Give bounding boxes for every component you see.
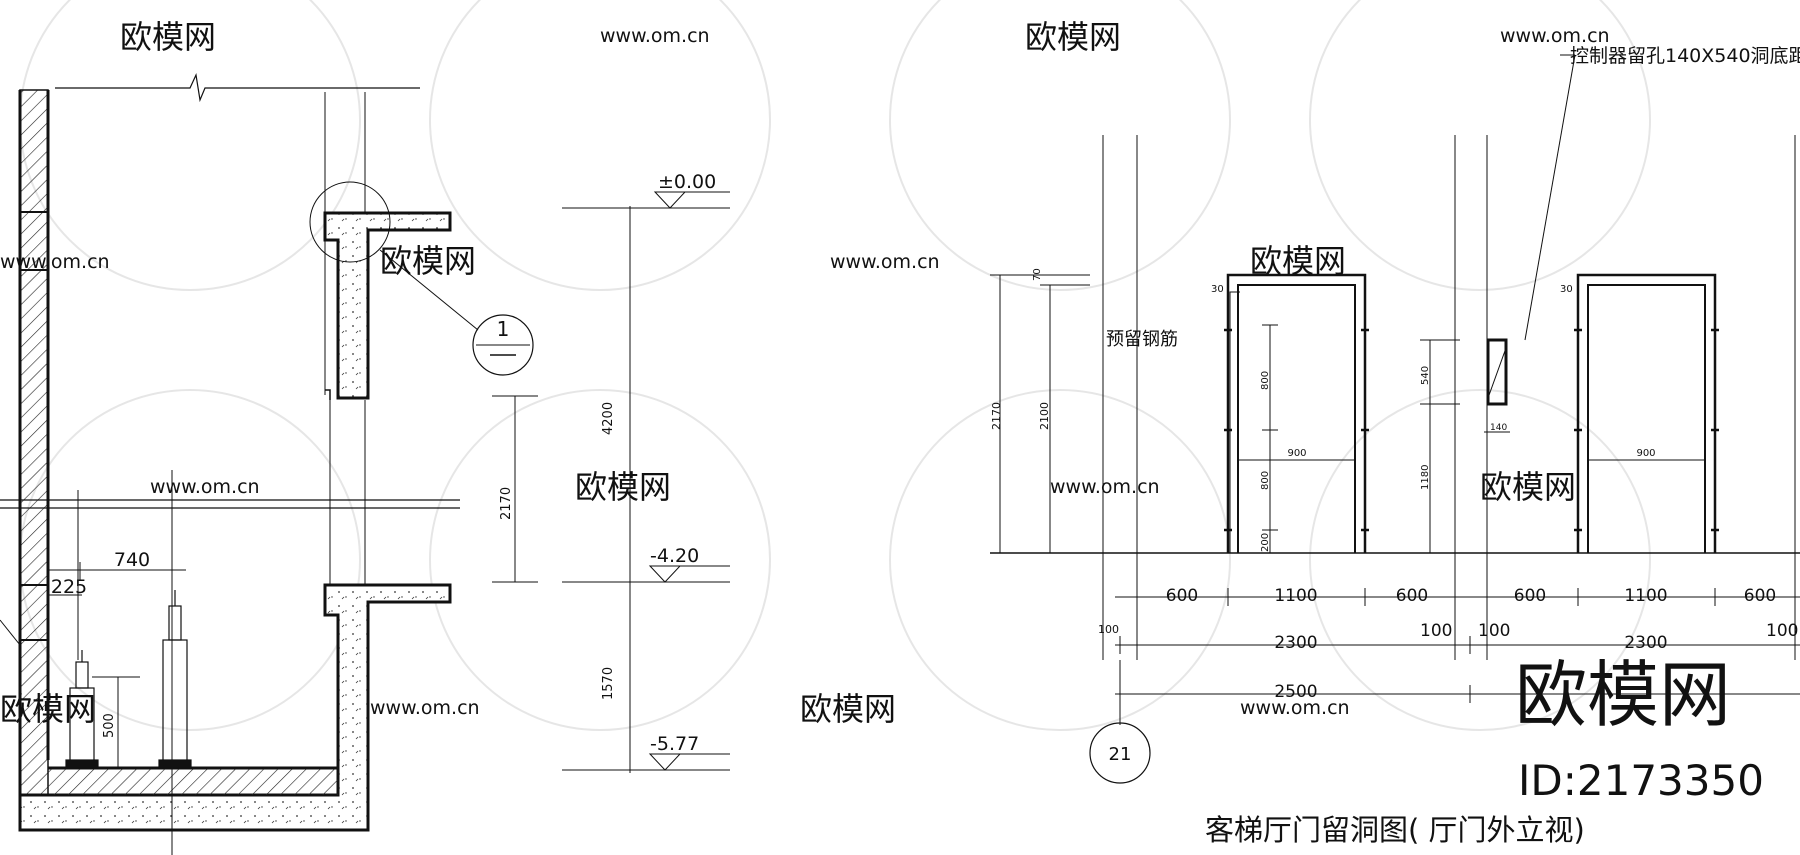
wm-url-3: www.om.cn <box>830 251 940 273</box>
wm-brand-6: 欧模网 <box>1480 468 1576 506</box>
wm-brand-2: 欧模网 <box>1025 18 1121 56</box>
dim-row3-2500: 2500 <box>1274 682 1317 702</box>
logo-text: 欧模网 <box>1515 653 1731 737</box>
dim-30: 30 <box>1211 284 1224 295</box>
detail-callout-number: 1 <box>497 317 510 341</box>
drawing-title: 客梯厅门留洞图( 厅门外立视) <box>1205 813 1585 847</box>
level-pit: -5.77 <box>650 733 699 755</box>
left-wall <box>19 89 49 831</box>
dim-row2-100-mid-b: 100 <box>1478 621 1510 641</box>
upper-slab <box>323 211 452 400</box>
detail-circle <box>309 181 391 263</box>
wm-brand-1: 欧模网 <box>120 18 216 56</box>
dim-2170-elev: 2170 <box>990 402 1003 430</box>
door-opening-left <box>1226 273 1367 553</box>
wm-brand-8: 欧模网 <box>0 690 96 728</box>
label-rebar: 预留钢筋 <box>1106 329 1178 350</box>
dim-800-upper: 800 <box>1260 371 1271 390</box>
level-marker-top <box>653 191 730 209</box>
wm-url-7: www.om.cn <box>370 697 480 719</box>
dim-1180: 1180 <box>1420 465 1431 490</box>
door-opening-right <box>1576 273 1717 553</box>
dim-row2-2300b: 2300 <box>1624 633 1667 653</box>
wm-url-8: www.om.cn <box>1240 697 1350 719</box>
watermarks: 欧模网 欧模网 欧模网 欧模网 欧模网 欧模网 欧模网 欧模网 www.om.c… <box>0 18 1610 728</box>
axis-circle <box>1089 722 1151 784</box>
dim-540: 540 <box>1420 366 1431 385</box>
lower-slab <box>18 583 452 832</box>
dim-row2-100-left: 100 <box>1098 623 1119 636</box>
wm-brand-3: 欧模网 <box>380 242 476 280</box>
level-top: ±0.00 <box>658 171 716 193</box>
wm-url-5: www.om.cn <box>150 476 260 498</box>
control-box-note: 控制器留孔140X540洞底距地1180 <box>1570 45 1800 67</box>
dim-2100: 2100 <box>1038 402 1051 430</box>
site-logo: 欧模网 ID:2173350 <box>1515 653 1764 805</box>
break-line <box>55 72 420 103</box>
dim-200: 200 <box>1260 533 1271 552</box>
dim-row2-100-mid-a: 100 <box>1420 621 1452 641</box>
dim-row1-1100b: 1100 <box>1624 586 1667 606</box>
dim-row1-600d: 600 <box>1744 586 1776 606</box>
detail-callout-circle <box>472 314 534 376</box>
dim-900-right: 900 <box>1636 448 1655 459</box>
section-view: 1 740 225 500 <box>0 72 730 855</box>
wm-brand-5: 欧模网 <box>575 468 671 506</box>
level-mid: -4.20 <box>650 545 699 567</box>
wm-url-6: www.om.cn <box>1050 476 1160 498</box>
axis-label: 21 <box>1109 744 1132 765</box>
watermark-arcs <box>19 0 1651 731</box>
dim-row1-600a: 600 <box>1166 586 1198 606</box>
pit-buffer-right <box>158 590 192 769</box>
dim-row1-1100a: 1100 <box>1274 586 1317 606</box>
dim-70: 70 <box>1032 268 1043 281</box>
logo-id: ID:2173350 <box>1518 756 1764 805</box>
dim-row2-2300a: 2300 <box>1274 633 1317 653</box>
dim-900-left: 900 <box>1287 448 1306 459</box>
dim-2170: 2170 <box>499 487 514 520</box>
wm-url-2: www.om.cn <box>1500 25 1610 47</box>
wm-brand-7: 欧模网 <box>800 690 896 728</box>
level-marker-mid <box>648 565 730 583</box>
dim-4200: 4200 <box>601 402 616 435</box>
dim-500: 500 <box>102 713 117 738</box>
wm-url-4: www.om.cn <box>0 251 110 273</box>
dim-30-right: 30 <box>1560 284 1573 295</box>
dim-800-lower: 800 <box>1260 471 1271 490</box>
pit-buffer-left <box>65 650 99 769</box>
dim-1570: 1570 <box>601 667 616 700</box>
dim-row1-600c: 600 <box>1514 586 1546 606</box>
dim-row1-600b: 600 <box>1396 586 1428 606</box>
elevation-view: 控制器留孔140X540洞底距地1180 2170 2100 70 预留钢筋 <box>990 45 1800 847</box>
dim-row2-100-right: 100 <box>1766 621 1798 641</box>
dim-225: 225 <box>51 576 87 598</box>
wm-url-1: www.om.cn <box>600 25 710 47</box>
level-marker-pit <box>648 753 730 771</box>
dim-140: 140 <box>1490 423 1507 433</box>
wm-brand-4: 欧模网 <box>1250 242 1346 280</box>
dim-740: 740 <box>114 549 150 571</box>
control-box-opening <box>1486 338 1508 406</box>
